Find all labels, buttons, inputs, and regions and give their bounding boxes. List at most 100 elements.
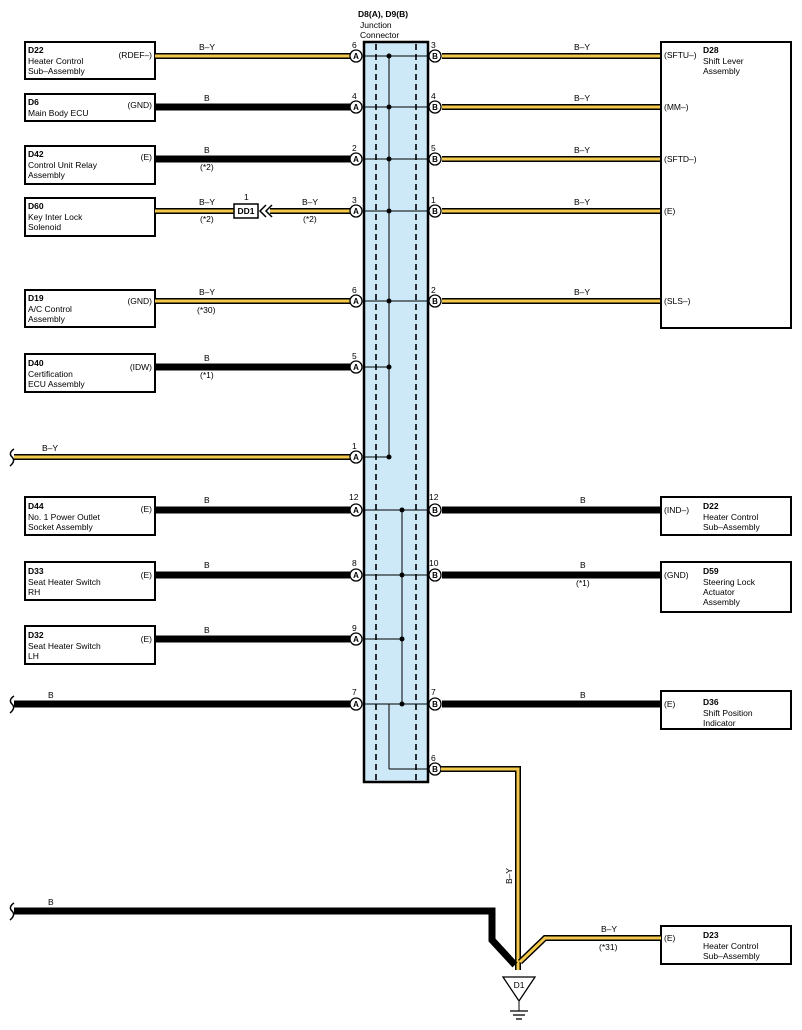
ground-code: D1 [514,980,525,990]
wire-note: (*1) [200,370,214,380]
terminal-label: (SLS–) [664,296,691,306]
svg-text:A: A [353,207,359,216]
terminal-label: (E) [664,206,676,216]
side-b-pins: 3B 4B 5B 1B 2B 12B 10B 7B 6B [428,40,442,776]
svg-text:8: 8 [352,558,357,568]
component-name: Seat Heater Switch [28,577,101,587]
right-component-d22: (IND–) D22 Heater Control Sub–Assembly [660,496,792,536]
right-component-d28: D28 Shift Lever Assembly (SFTU–) (MM–) (… [660,41,792,329]
component-name: Heater Control [703,512,758,522]
ground-point-d1 [501,976,537,1003]
component-name: Assembly [703,597,741,607]
pin-b-6: 6B [428,753,442,776]
left-component-d22: D22 Heater Control Sub–Assembly (RDEF–) [24,41,156,80]
svg-text:B: B [432,700,438,709]
terminal-label: (RDEF–) [118,50,152,60]
terminal-label: (SFTD–) [664,154,697,164]
wire-note: (*30) [197,305,216,315]
pin-a-3: 3A [349,195,363,218]
wire-color-label: B [580,690,586,700]
left-component-d60: D60 Key Inter Lock Solenoid [24,197,156,237]
component-code: D22 [28,45,44,55]
component-code: D19 [28,293,44,303]
svg-text:6: 6 [352,285,357,295]
terminal-label: (SFTU–) [664,50,697,60]
component-code: D42 [28,149,44,159]
pin-b-5: 5B [428,143,442,166]
pin-a-9: 9A [349,623,363,646]
svg-text:A: A [353,453,359,462]
svg-text:12: 12 [429,492,439,502]
left-wires [14,53,350,708]
wire-note: (*2) [303,214,317,224]
junction-connector: D8(A), D9(B) Junction Connector [358,9,430,784]
wire-color-label: B [204,495,210,505]
terminal-label: (GND) [664,570,689,580]
junction-code: D8(A), D9(B) [358,9,408,19]
left-component-d32: D32 Seat Heater Switch LH (E) [24,625,156,665]
svg-text:10: 10 [429,558,439,568]
right-wires [442,53,661,708]
svg-text:A: A [353,52,359,61]
wire-color-label: B–Y [199,42,215,52]
svg-text:A: A [353,155,359,164]
wire-color-label: B–Y [574,145,590,155]
component-name: Sub–Assembly [28,66,85,76]
component-code: D59 [703,566,719,576]
component-name: Main Body ECU [28,108,88,118]
component-name: Assembly [703,66,741,76]
left-component-d19: D19 A/C Control Assembly (GND) [24,289,156,328]
component-name: Control Unit Relay [28,160,98,170]
svg-text:6: 6 [431,753,436,763]
svg-text:12: 12 [349,492,359,502]
wire-color-label: B–Y [42,443,58,453]
component-code: D33 [28,566,44,576]
right-component-d36: (E) D36 Shift Position Indicator [660,690,792,730]
pin-a-1: 1A [349,441,363,464]
wire-note: (*2) [200,162,214,172]
component-name: Seat Heater Switch [28,641,101,651]
left-component-d6: D6 Main Body ECU (GND) [24,93,156,122]
component-name: Heater Control [28,56,83,66]
svg-text:B: B [432,765,438,774]
component-name: Heater Control [703,941,758,951]
svg-text:7: 7 [352,687,357,697]
svg-text:B: B [432,103,438,112]
wire-color-label: B–Y [302,197,318,207]
svg-text:3: 3 [352,195,357,205]
component-code: D60 [28,201,44,211]
pin-a-2: 2A [349,143,363,166]
svg-text:7: 7 [431,687,436,697]
component-code: D32 [28,630,44,640]
svg-text:1: 1 [431,195,436,205]
wire-color-label: B [204,353,210,363]
terminal-label: (IDW) [130,362,152,372]
svg-text:2: 2 [352,143,357,153]
component-name: Certification [28,369,73,379]
left-component-d44: D44 No. 1 Power Outlet Socket Assembly (… [24,496,156,536]
pin-number: 1 [244,192,249,202]
component-name: Actuator [703,587,735,597]
svg-text:6: 6 [352,40,357,50]
right-wire-labels: B–Y B–Y B–Y B–Y B–Y B B (*1) B [574,42,590,700]
wire-color-label: B–Y [601,924,617,934]
svg-text:5: 5 [431,143,436,153]
right-component-d23: (E) D23 Heater Control Sub–Assembly [660,925,792,965]
pin-a-6-top: 6A [349,40,363,63]
terminal-label: (IND–) [664,505,689,515]
terminal-label: (E) [141,152,153,162]
wire-color-label: B [204,145,210,155]
component-code: D28 [703,45,719,55]
svg-text:A: A [353,571,359,580]
wire-color-label: B [48,690,54,700]
component-name: Assembly [28,314,66,324]
svg-text:B: B [432,506,438,515]
wire-note: (*1) [576,578,590,588]
wire-color-label: B [204,560,210,570]
component-name: Shift Position [703,708,753,718]
component-name: No. 1 Power Outlet [28,512,100,522]
pin-b-1: 1B [428,195,442,218]
svg-text:9: 9 [352,623,357,633]
pin-b-4: 4B [428,91,442,114]
